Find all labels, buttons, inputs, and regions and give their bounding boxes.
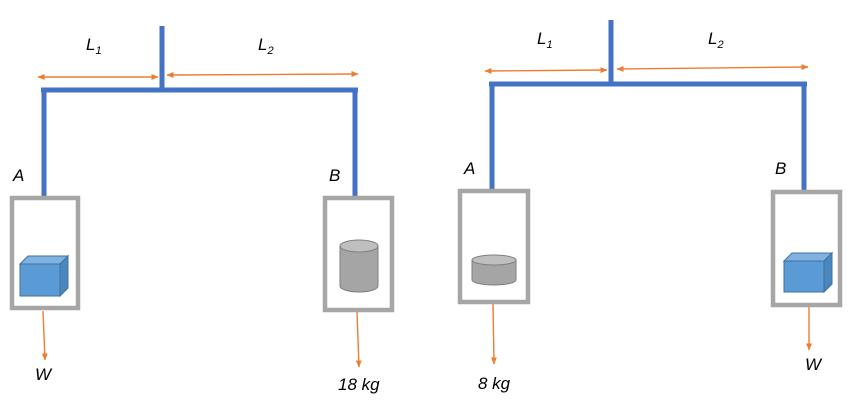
l2-dimension-arrow	[616, 64, 809, 72]
point-b-label: B	[329, 166, 340, 185]
l1-label: L1	[537, 29, 553, 51]
load-arrow-a	[490, 303, 497, 365]
l2-label: L2	[708, 29, 724, 51]
cube-icon	[18, 254, 70, 298]
point-b-label: B	[775, 159, 786, 178]
cylinder-icon	[339, 239, 379, 293]
cube-icon	[782, 251, 834, 294]
cylinder-icon	[471, 254, 517, 286]
l2-dimension-arrow	[166, 71, 359, 78]
point-a-label: A	[463, 159, 475, 178]
diagram-right: L1 L2 A B 8 kg W	[457, 20, 843, 393]
load-a-label: 8 kg	[478, 374, 511, 393]
l1-label: L1	[86, 35, 102, 57]
load-b-label: 18 kg	[338, 375, 380, 394]
load-arrow-a	[41, 310, 48, 361]
l2-label: L2	[258, 35, 274, 57]
point-a-label: A	[12, 166, 24, 185]
load-b-label: W	[805, 355, 823, 374]
diagram-left: L1 L2 A B W 18 kg	[9, 26, 395, 394]
load-arrow-b	[355, 311, 362, 368]
l1-dimension-arrow	[484, 67, 608, 74]
load-a-label: W	[35, 365, 53, 384]
